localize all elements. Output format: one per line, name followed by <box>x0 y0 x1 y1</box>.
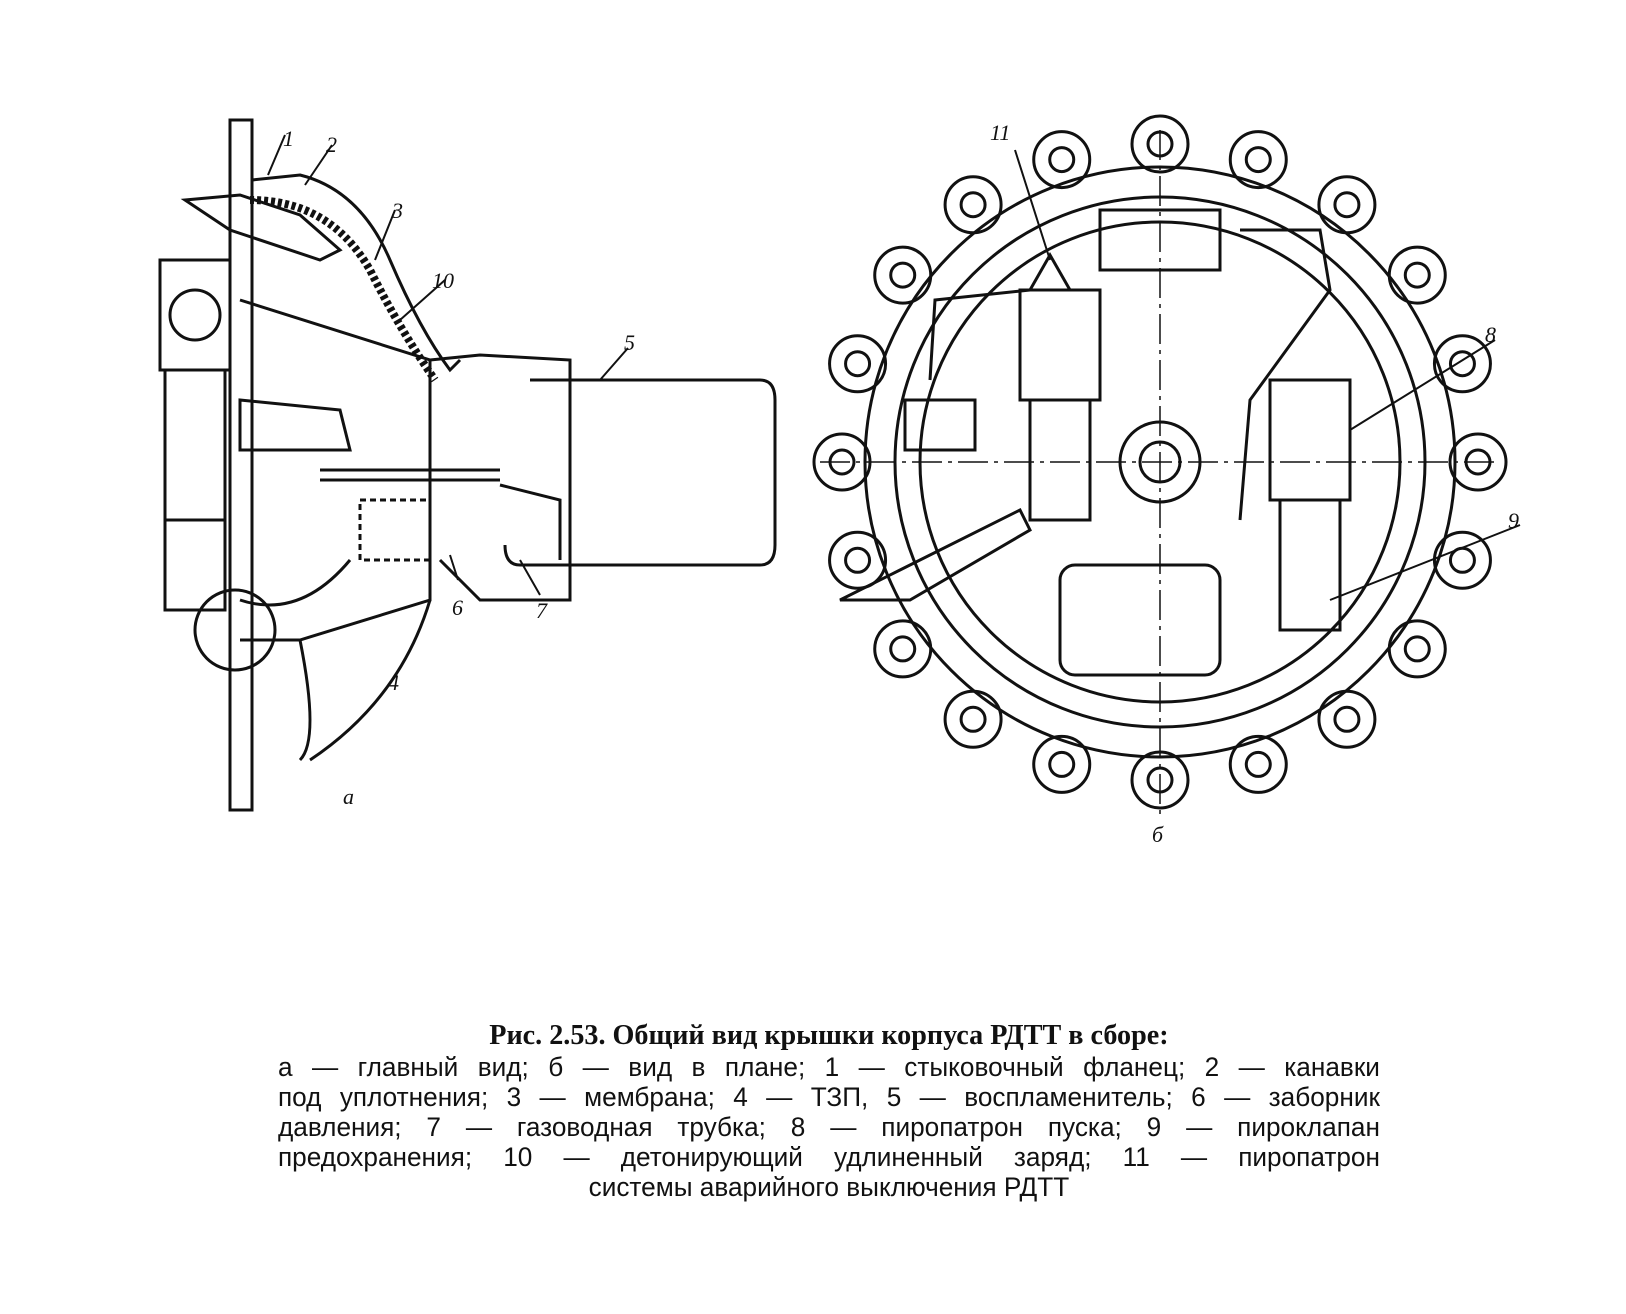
igniter-body <box>503 378 777 567</box>
bolt-hole <box>959 191 987 219</box>
flange-lobe <box>1228 734 1288 794</box>
flange-lobe <box>1387 619 1447 679</box>
label-5: 5 <box>624 330 635 355</box>
pyro-cartridge-8 <box>1268 378 1352 502</box>
pipe-curve <box>239 559 352 607</box>
label-11: 11 <box>990 120 1011 145</box>
bolt-hole <box>959 705 987 733</box>
label-4: 4 <box>388 670 399 695</box>
flange-lobe <box>1448 432 1508 492</box>
bolt-hole <box>1333 705 1361 733</box>
label-1: 1 <box>283 126 294 151</box>
center-fitting-inner <box>1138 440 1182 484</box>
tzp-lining <box>298 599 432 762</box>
flange-lobe <box>1387 245 1447 305</box>
top-unit <box>1098 208 1222 272</box>
inner-cylinder <box>238 398 352 452</box>
label-9: 9 <box>1508 508 1519 533</box>
flange-lobe <box>1032 734 1092 794</box>
label-view-a: а <box>343 784 354 809</box>
pyro-cartridge-11 <box>1018 288 1102 402</box>
flange-lobe <box>1130 114 1190 174</box>
flange-lobe <box>943 175 1003 235</box>
caption-line: системы аварийного выключения РДТТ <box>588 1172 1070 1202</box>
caption-title: Рис. 2.53. Общий вид крышки корпуса РДТТ… <box>489 1019 1169 1051</box>
pressure-intake-hatch <box>358 498 432 562</box>
label-2: 2 <box>326 132 337 157</box>
igniter-cartridge-top <box>180 193 343 262</box>
bolt-hole <box>889 635 917 663</box>
shaft <box>320 468 500 482</box>
label-3: 3 <box>392 198 403 223</box>
pyro-valve-9 <box>1278 498 1342 632</box>
label-6: 6 <box>452 595 463 620</box>
pyro-body-left <box>163 368 227 522</box>
flange-lobe <box>1317 175 1377 235</box>
center-lines <box>820 130 1500 820</box>
pyro-cartridge-11-body <box>1028 398 1092 522</box>
flange-lobe <box>812 432 872 492</box>
bolt-hole <box>844 350 872 378</box>
flange-lobe <box>828 334 888 394</box>
round-port <box>168 288 222 342</box>
caption-line: а — главный вид; б — вид в плане; 1 — ст… <box>278 1052 1380 1082</box>
pyro-lower-left <box>163 518 227 612</box>
cartridge-cap-11 <box>1027 251 1073 292</box>
membrane-outline <box>251 173 462 373</box>
bolt-hole <box>1464 448 1492 476</box>
bolt-hole <box>1146 766 1174 794</box>
flange-lobe <box>828 530 888 590</box>
bolt-hole <box>1403 261 1431 289</box>
label-7: 7 <box>536 598 547 623</box>
flange-lobe <box>1032 130 1092 190</box>
flange-lobe <box>873 619 933 679</box>
flange-lobe <box>943 689 1003 749</box>
flange-lobe <box>1317 689 1377 749</box>
docking-flange <box>228 118 254 812</box>
bolt-hole <box>1244 146 1272 174</box>
flange-lobe <box>1228 130 1288 190</box>
flange-lobe <box>1432 530 1492 590</box>
caption-line: предохранения; 10 — детонирующий удлинен… <box>278 1142 1380 1172</box>
label-view-b: б <box>1152 822 1164 847</box>
bolt-hole <box>844 546 872 574</box>
leader-lines <box>267 134 629 596</box>
bottom-unit <box>1058 563 1222 677</box>
bolt-hole <box>1448 546 1476 574</box>
bolt-hole <box>1333 191 1361 219</box>
gas-tube <box>499 483 562 560</box>
label-10: 10 <box>432 268 454 293</box>
flange-lobe <box>873 245 933 305</box>
caption-line: давления; 7 — газоводная трубка; 8 — пир… <box>278 1112 1380 1142</box>
plan-view-drawing <box>812 114 1521 820</box>
bolt-hole <box>1146 130 1174 158</box>
bolt-hole <box>1403 635 1431 663</box>
pulley <box>193 588 277 672</box>
tubing <box>928 228 1332 521</box>
igniter-mount <box>429 353 572 602</box>
bolt-hole <box>1048 146 1076 174</box>
side-cartridge <box>839 507 1032 602</box>
bolt-hole <box>1448 350 1476 378</box>
label-8: 8 <box>1485 322 1496 347</box>
bolt-hole <box>828 448 856 476</box>
bolt-hole <box>1048 750 1076 778</box>
flange-lobe <box>1130 750 1190 810</box>
clamp-block <box>903 398 977 452</box>
figure-caption: Рис. 2.53. Общий вид крышки корпуса РДТТ… <box>278 1020 1380 1202</box>
bolt-hole <box>889 261 917 289</box>
flange-lobe <box>1432 334 1492 394</box>
center-fitting <box>1118 420 1202 504</box>
bolt-hole <box>1244 750 1272 778</box>
membrane-hatch <box>249 196 439 383</box>
caption-line: под уплотнения; 3 — мембрана; 4 — ТЗП, 5… <box>278 1082 1380 1112</box>
side-view-drawing <box>158 118 777 812</box>
